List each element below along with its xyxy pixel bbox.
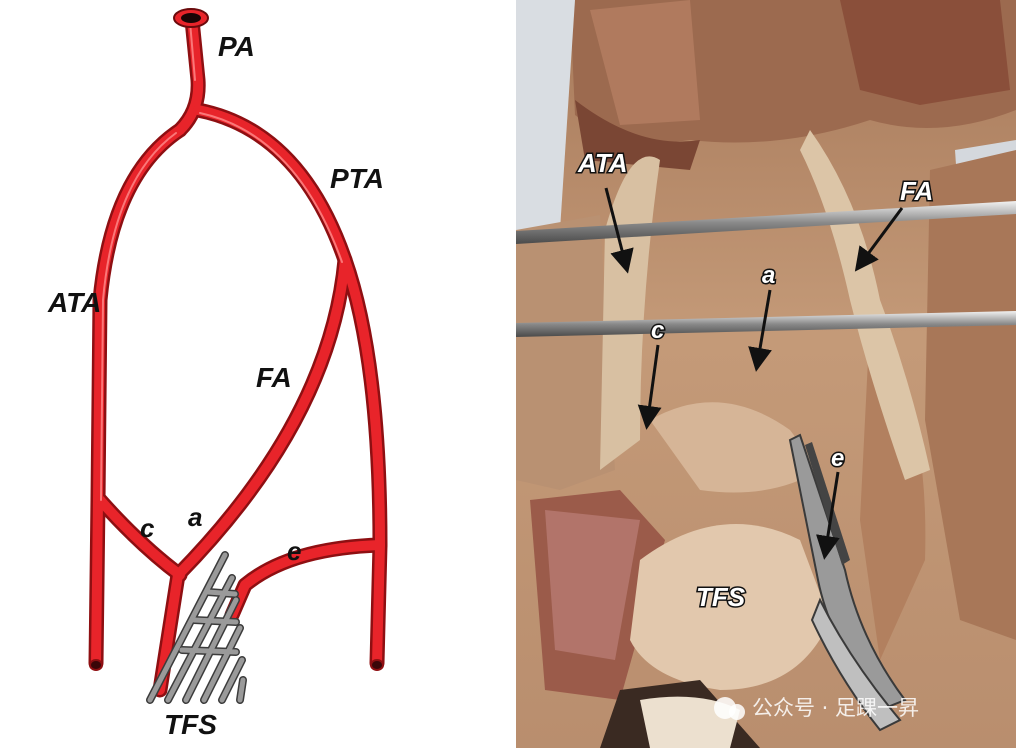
arrow-ata bbox=[604, 187, 634, 274]
fibular-artery-vessel bbox=[155, 255, 350, 695]
anterior-tibial-artery-vessel bbox=[91, 125, 185, 668]
branch-e-vessel bbox=[227, 540, 385, 620]
label-tfs: TFS bbox=[164, 709, 217, 740]
vessel-lumen-right bbox=[370, 659, 384, 671]
label-pta: PTA bbox=[330, 163, 384, 194]
tfs-graft-shape bbox=[146, 551, 247, 704]
label-c: c bbox=[140, 513, 155, 543]
photo-label-a: a bbox=[762, 262, 775, 289]
branch-c-vessel bbox=[95, 495, 185, 580]
photo-label-e: e bbox=[831, 445, 844, 472]
photo-label-ata: ATA bbox=[577, 148, 628, 178]
arrow-c bbox=[637, 344, 662, 430]
photo-label-fa: FA bbox=[900, 176, 933, 206]
label-e: e bbox=[287, 536, 301, 566]
arrows bbox=[604, 187, 904, 560]
vessel-lumen-left bbox=[89, 659, 103, 671]
retractor-bar-lower bbox=[516, 311, 1016, 337]
label-ata: ATA bbox=[47, 287, 101, 318]
label-a: a bbox=[188, 502, 202, 532]
label-fa: FA bbox=[256, 362, 292, 393]
forceps bbox=[788, 433, 907, 732]
arrow-fa bbox=[854, 207, 904, 272]
artery-tree bbox=[88, 12, 388, 698]
arrow-a bbox=[748, 289, 772, 372]
photo-label-c: c bbox=[651, 317, 664, 344]
schematic-diagram: PA PTA ATA FA c a e TFS bbox=[47, 8, 388, 740]
arrow-e bbox=[816, 471, 840, 560]
photo-label-tfs: TFS bbox=[696, 582, 746, 612]
popliteal-artery-vessel bbox=[175, 15, 204, 135]
watermark: 公众号 · 足踝一昇 bbox=[714, 696, 919, 720]
dissection-photo: ATA FA a c e TFS 公众号 · 足踝一昇 bbox=[516, 0, 1016, 748]
watermark-text: 公众号 · 足踝一昇 bbox=[752, 696, 919, 720]
label-pa: PA bbox=[218, 31, 255, 62]
retractor-bar-upper bbox=[516, 201, 1016, 244]
